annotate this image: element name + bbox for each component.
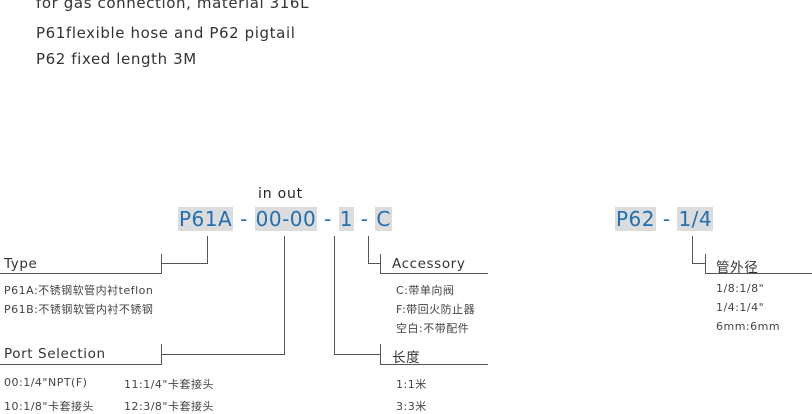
- accessory-underline: [380, 273, 488, 274]
- model-separator: -: [662, 207, 671, 231]
- accessory-connector-vertical: [368, 236, 369, 264]
- model-length-segment: 1: [338, 207, 354, 231]
- diameter-connector-horizontal: [692, 263, 705, 264]
- type-option: P61B:不锈钢软管内衬不锈钢: [4, 303, 154, 316]
- diameter-bracket: [705, 254, 706, 274]
- diameter-underline: [705, 273, 812, 274]
- diameter-option: 1/4:1/4": [716, 301, 765, 314]
- length-heading: 长度: [392, 350, 421, 366]
- diameter-option: 6mm:6mm: [716, 320, 781, 333]
- type-connector-vertical: [207, 236, 208, 264]
- model-separator: -: [360, 207, 369, 231]
- port-underline: [0, 364, 162, 365]
- model-diameter-segment: 1/4: [677, 207, 714, 231]
- port-bracket: [161, 344, 162, 365]
- port-heading: Port Selection: [4, 346, 106, 362]
- model-port-segment: 00-00: [254, 207, 318, 231]
- type-option: P61A:不锈钢软管内衬teflon: [4, 284, 154, 297]
- type-heading: Type: [4, 256, 38, 272]
- accessory-option: 空白:不带配件: [396, 322, 470, 335]
- accessory-option: C:带单向阀: [396, 284, 455, 297]
- length-connector-vertical: [334, 236, 335, 355]
- model-separator: -: [240, 207, 248, 231]
- diameter-heading: 管外径: [716, 260, 759, 276]
- intro-line-1: for gas connection, material 316L: [36, 0, 310, 12]
- model-accessory-segment: C: [375, 207, 392, 231]
- port-option: 12:3/8"卡套接头: [124, 400, 214, 413]
- intro-line-3: P62 fixed length 3M: [36, 50, 197, 68]
- length-connector-horizontal: [334, 354, 381, 355]
- length-underline: [380, 364, 488, 365]
- port-connector-vertical: [284, 236, 285, 355]
- accessory-option: F:带回火防止器: [396, 303, 476, 316]
- diameter-option: 1/8:1/8": [716, 282, 765, 295]
- p61-model-code: P61A - 00-00 - 1 - C: [178, 207, 392, 231]
- length-option: 1:1米: [396, 378, 427, 391]
- length-bracket: [380, 344, 381, 365]
- accessory-bracket: [380, 254, 381, 274]
- accessory-heading: Accessory: [392, 256, 466, 272]
- port-connector-horizontal: [162, 354, 285, 355]
- port-option: 10:1/8"卡套接头: [4, 400, 94, 413]
- intro-line-2: P61flexible hose and P62 pigtail: [36, 24, 296, 42]
- type-bracket: [161, 254, 162, 274]
- diameter-connector-vertical: [692, 236, 693, 264]
- port-option: 00:1/4"NPT(F): [4, 376, 88, 389]
- in-out-label: in out: [258, 186, 303, 202]
- port-option: 11:1/4"卡套接头: [124, 378, 214, 391]
- model-type-segment: P61A: [178, 207, 234, 231]
- type-connector-horizontal: [162, 263, 208, 264]
- p62-model-code: P62 - 1/4: [615, 207, 714, 231]
- model-separator: -: [324, 207, 332, 231]
- model-type-segment: P62: [615, 207, 657, 231]
- length-option: 3:3米: [396, 400, 427, 413]
- accessory-connector-horizontal: [368, 263, 381, 264]
- type-underline: [0, 273, 162, 274]
